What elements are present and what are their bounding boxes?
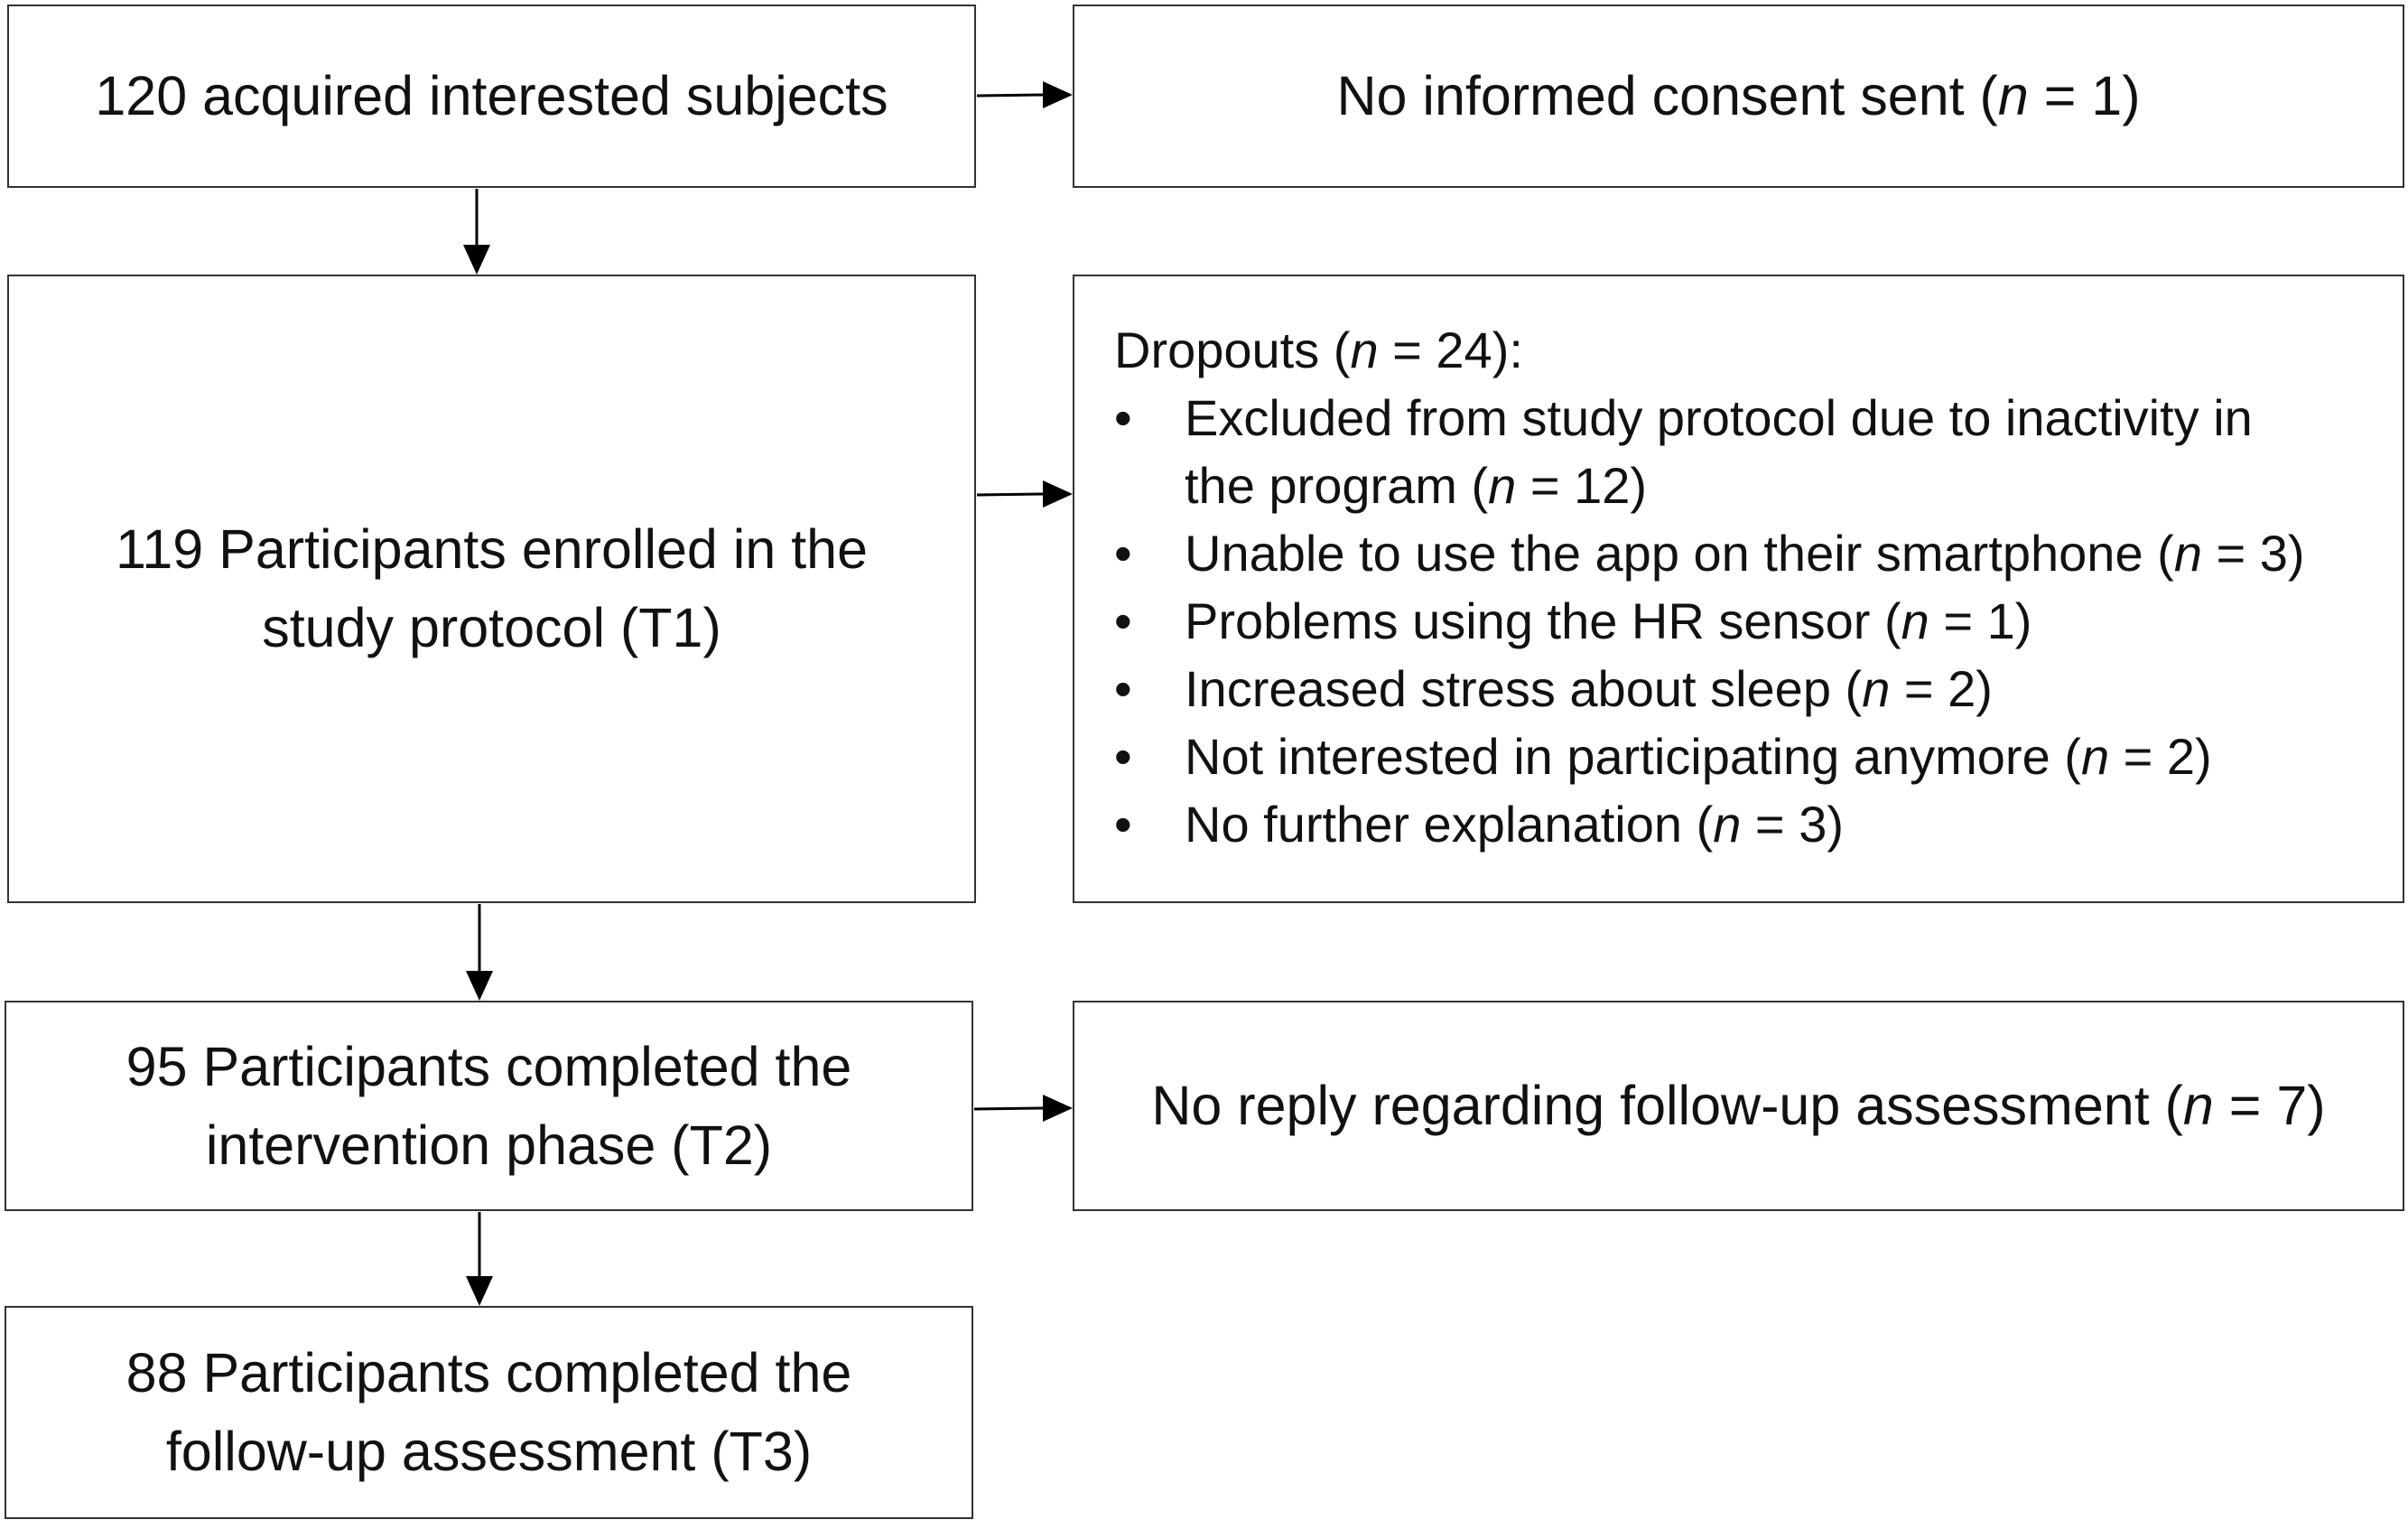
arrow-to-enrolled: [463, 189, 490, 275]
dropout-reason: Not interested in participating anymore …: [1114, 723, 2403, 790]
dropout-reasons-list: Excluded from study protocol due to inac…: [1114, 384, 2403, 858]
acquired-subjects-box: 120 acquired interested subjects: [7, 5, 976, 188]
acquired-subjects-text: 120 acquired interested subjects: [95, 65, 888, 126]
arrow-to-no-reply: [973, 1095, 1073, 1122]
dropout-reason: Problems using the HR sensor (n = 1): [1114, 587, 2403, 655]
dropout-reason: Excluded from study protocol due to inac…: [1114, 384, 2304, 519]
arrow-to-intervention: [466, 904, 493, 1001]
no-consent-box: No informed consent sent (n = 1): [1073, 5, 2404, 188]
intervention-box: 95 Participants completed the interventi…: [5, 1001, 973, 1211]
arrow-to-no-consent: [976, 81, 1073, 108]
arrow-to-dropouts: [976, 480, 1073, 508]
followup-text: 88 Participants completed the follow-up …: [126, 1342, 852, 1482]
intervention-text: 95 Participants completed the interventi…: [126, 1035, 852, 1176]
dropouts-box: Dropouts (n = 24): Excluded from study p…: [1073, 275, 2404, 903]
dropout-reason: Increased stress about sleep (n = 2): [1114, 655, 2403, 723]
no-reply-text: No reply regarding follow-up assessment …: [1151, 1075, 2326, 1136]
arrow-to-followup: [466, 1212, 493, 1306]
enrolled-text: 119 Participants enrolled in the study p…: [115, 518, 869, 658]
no-reply-box: No reply regarding follow-up assessment …: [1073, 1001, 2404, 1211]
no-consent-text: No informed consent sent (n = 1): [1336, 65, 2141, 126]
dropout-reason: No further explanation (n = 3): [1114, 790, 2403, 858]
followup-box: 88 Participants completed the follow-up …: [5, 1306, 973, 1519]
dropout-reason: Unable to use the app on their smartphon…: [1114, 519, 2403, 587]
enrolled-box: 119 Participants enrolled in the study p…: [7, 275, 976, 903]
dropouts-header: Dropouts (n = 24):: [1114, 322, 1523, 378]
